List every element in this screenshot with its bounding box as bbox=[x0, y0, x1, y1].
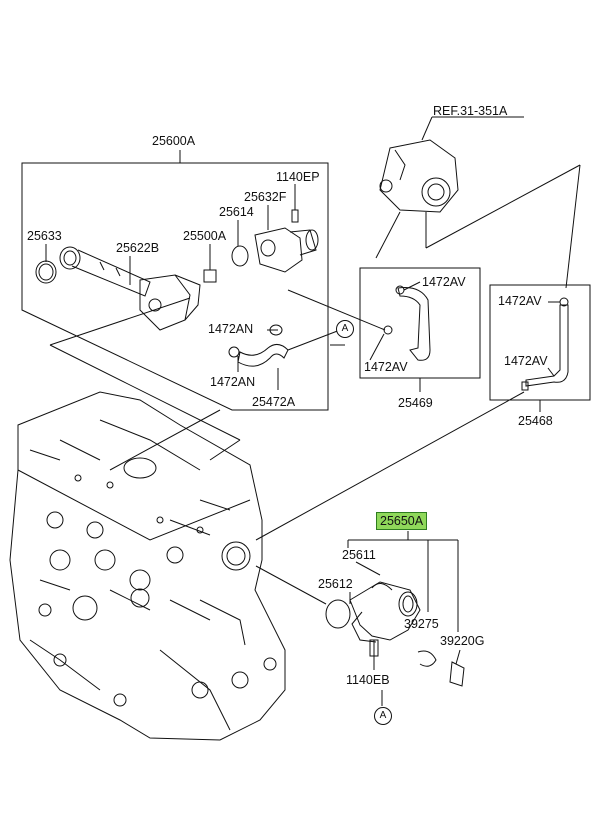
throttle-body bbox=[379, 139, 459, 213]
label-1140EB: 1140EB bbox=[346, 673, 390, 687]
label-1472AV-c: 1472AV bbox=[498, 294, 542, 308]
label-25500A: 25500A bbox=[183, 229, 227, 243]
hose-25472A bbox=[237, 344, 289, 367]
assembly-box-25600A bbox=[21, 162, 329, 411]
label-25468: 25468 bbox=[518, 414, 553, 428]
label-25472A: 25472A bbox=[252, 395, 296, 409]
label-25622B: 25622B bbox=[116, 241, 160, 255]
label-25650A: 25650A bbox=[376, 512, 428, 530]
ref-marker-a-bottom: A bbox=[374, 707, 392, 725]
water-pipe-25622B bbox=[59, 246, 201, 331]
label-1472AN-upper: 1472AN bbox=[208, 322, 254, 336]
gasket-25633 bbox=[35, 260, 57, 284]
label-1140EP: 1140EP bbox=[276, 170, 320, 184]
label-1472AV-a: 1472AV bbox=[422, 275, 466, 289]
housing-25632F bbox=[254, 227, 303, 273]
clip-39275 bbox=[417, 650, 437, 667]
label-25612: 25612 bbox=[318, 577, 353, 591]
sensor-39220G bbox=[449, 661, 465, 687]
hose-25469 bbox=[397, 287, 431, 361]
ref-marker-a-top: A bbox=[336, 320, 354, 338]
label-ref-31-351a: REF.31-351A bbox=[433, 104, 508, 118]
label-39275: 39275 bbox=[404, 617, 439, 631]
label-1472AV-b: 1472AV bbox=[364, 360, 408, 374]
label-25611: 25611 bbox=[342, 548, 376, 562]
label-39220G: 39220G bbox=[440, 634, 485, 648]
hose-25468 bbox=[525, 304, 569, 387]
thermostat-housing-25611 bbox=[349, 581, 421, 643]
label-25632F: 25632F bbox=[244, 190, 287, 204]
label-25600A: 25600A bbox=[152, 134, 196, 148]
label-25469: 25469 bbox=[398, 396, 433, 410]
label-1472AN-lower: 1472AN bbox=[210, 375, 256, 389]
o-ring-25614 bbox=[231, 245, 249, 267]
engine-block bbox=[9, 391, 286, 741]
label-25633: 25633 bbox=[27, 229, 62, 243]
label-1472AV-d: 1472AV bbox=[504, 354, 548, 368]
label-25614: 25614 bbox=[219, 205, 254, 219]
sensor-25500A bbox=[203, 269, 217, 283]
gasket-25612 bbox=[325, 599, 351, 629]
